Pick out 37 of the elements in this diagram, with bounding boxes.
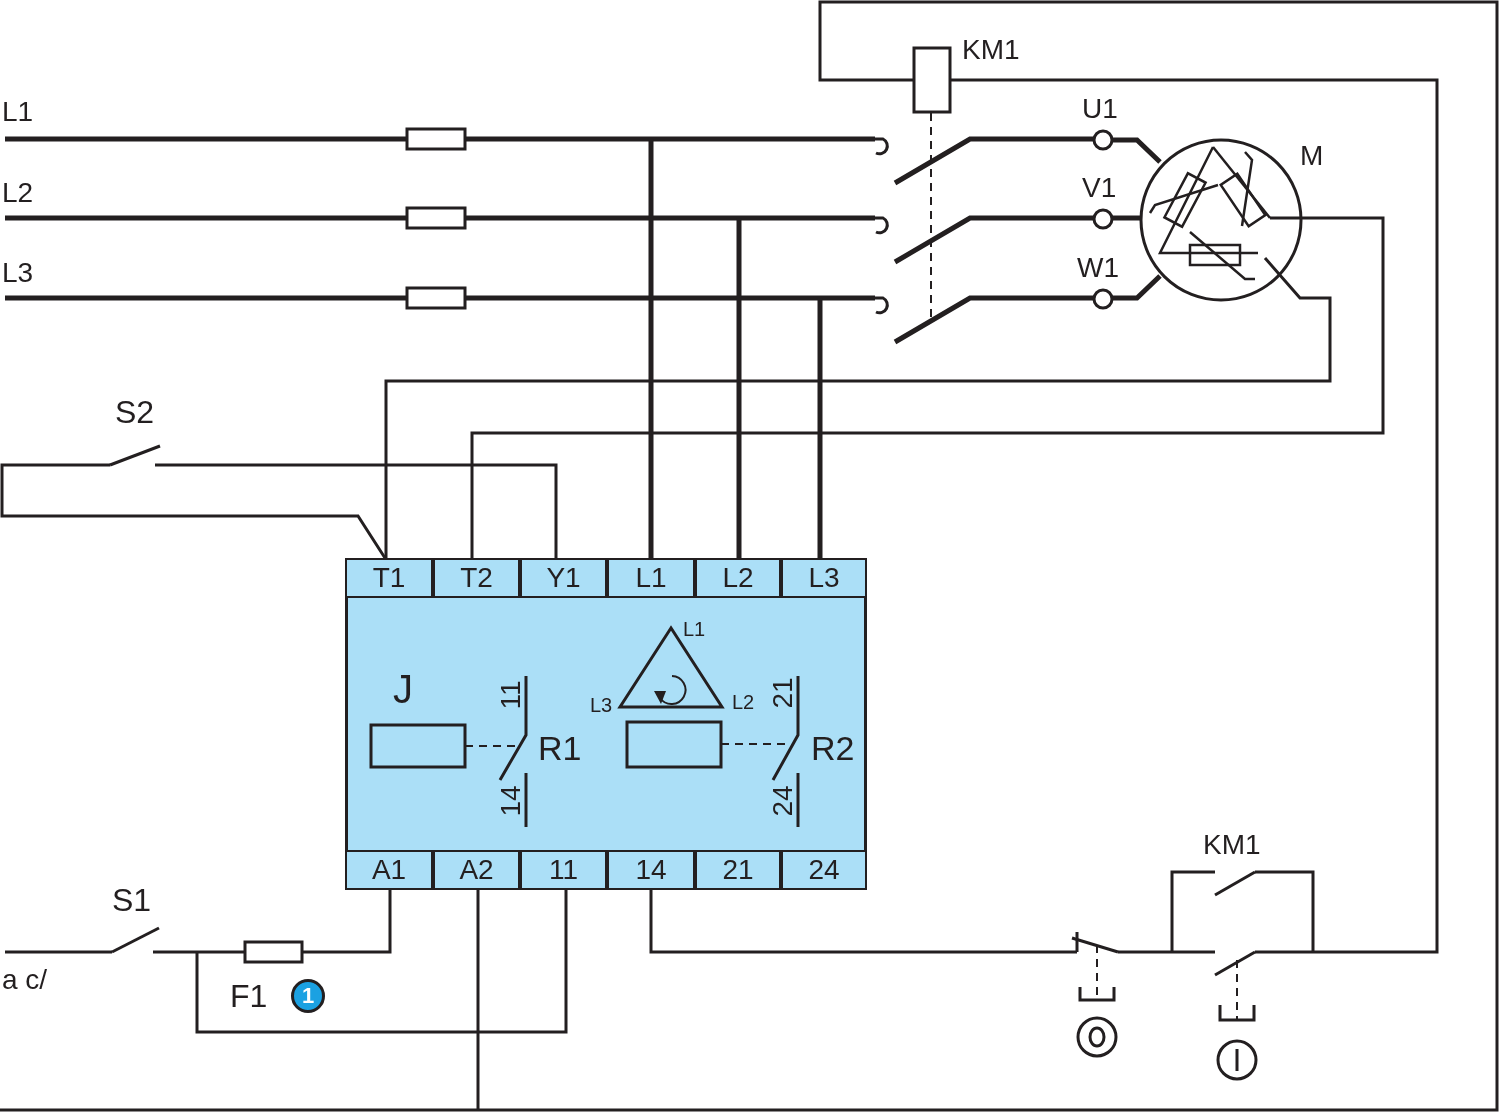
relay-label: R1 [538,731,582,765]
terminal-label: A1 [345,850,433,890]
motor-label: M [1300,142,1324,170]
phase-label: L3 [590,695,613,715]
terminal-label: Y1 [520,558,607,598]
relay-module-panel [345,558,867,890]
terminal-label: A2 [433,850,520,890]
relay-label: R2 [811,731,855,765]
phase-label: L2 [732,692,755,712]
line-label: L2 [2,179,34,207]
contactor-label: KM1 [1203,831,1261,859]
terminal-number: 21 [768,678,798,708]
terminal-label: 24 [781,850,867,890]
line-label: L1 [2,98,34,126]
fuse-label: F1 [230,980,268,1012]
switch-label: S2 [115,396,155,428]
terminal-label: V1 [1082,174,1117,202]
terminal-label: T1 [345,558,433,598]
terminal-number: 24 [768,786,798,816]
terminal-label: L2 [695,558,781,598]
terminal-label: 11 [520,850,607,890]
phase-label: L1 [683,619,706,639]
supply-label: a c/ [2,966,48,994]
terminal-number: 14 [496,786,526,816]
terminal-number: 11 [496,680,526,710]
terminal-label: 14 [607,850,695,890]
terminal-label: 21 [695,850,781,890]
callout-number: 1 [291,979,325,1013]
terminal-label: T2 [433,558,520,598]
switch-label: S1 [112,884,152,916]
terminal-label: U1 [1082,95,1118,123]
line-label: L3 [2,259,34,287]
contactor-label: KM1 [962,36,1020,64]
relay-label: J [393,669,413,709]
terminal-label: L1 [607,558,695,598]
terminal-label: W1 [1077,254,1119,282]
terminal-label: L3 [781,558,867,598]
